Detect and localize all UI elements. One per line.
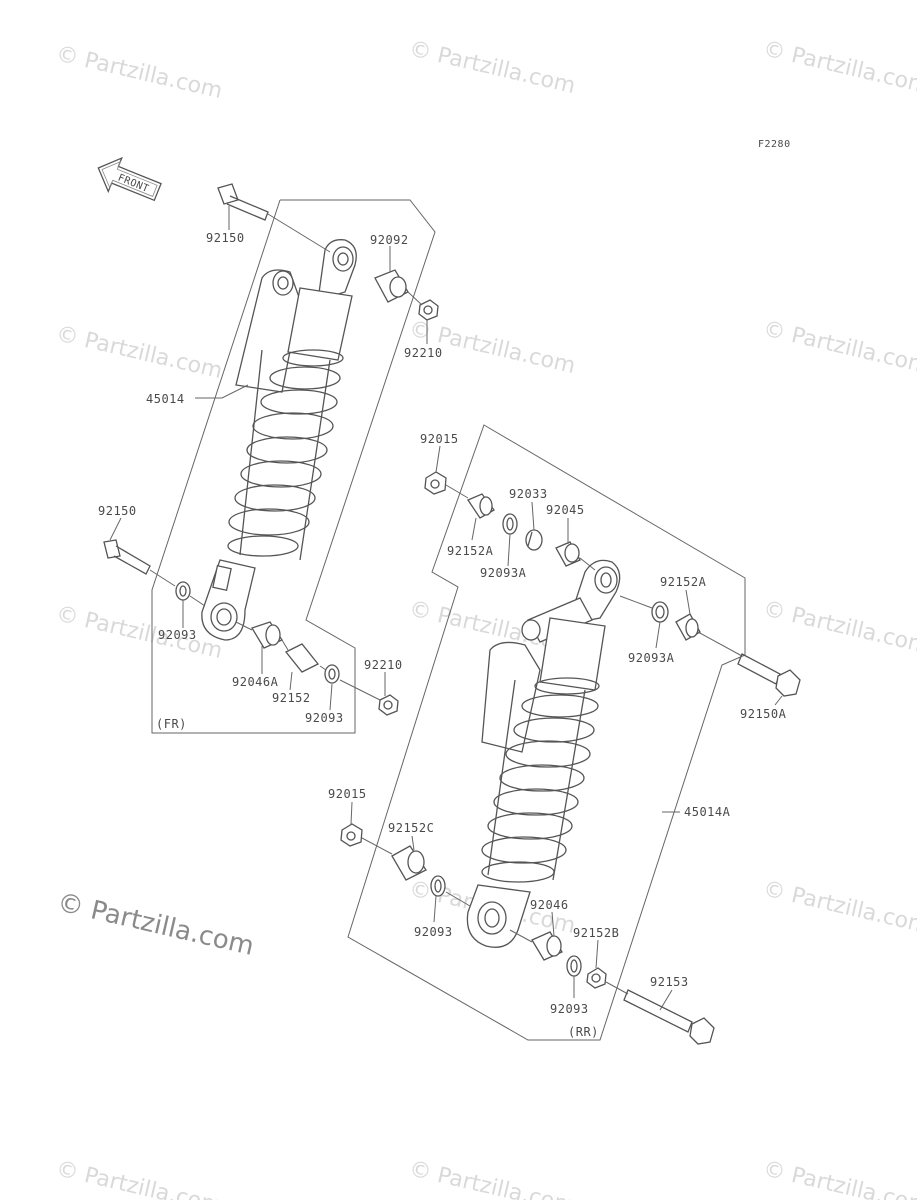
watermark: © Partzilla.com — [407, 1156, 578, 1200]
front-bearing-92046A — [235, 621, 283, 649]
watermark-prominent: © Partzilla.com — [54, 888, 256, 962]
label-leaders — [109, 206, 783, 1011]
front-collar-92092 — [374, 269, 409, 303]
rear-collar-92152A-left — [467, 493, 495, 519]
watermark: © Partzilla.com — [761, 1156, 917, 1200]
part-label[interactable]: 92210 — [364, 658, 403, 672]
rear-shock-absorber — [466, 559, 621, 948]
part-label[interactable]: 92152B — [573, 926, 619, 940]
part-label[interactable]: 92150A — [740, 707, 787, 721]
rear-collar-92152A-right — [675, 613, 743, 657]
rear-nut-upper — [424, 471, 469, 499]
rear-lower-bolt-92153 — [623, 989, 715, 1045]
part-label[interactable]: 92152 — [272, 691, 311, 705]
rear-washer-92093-left — [430, 875, 471, 907]
front-lower-bolt — [103, 539, 176, 587]
rear-washer-92093A-left — [502, 513, 518, 535]
rear-washer-92093-right — [566, 955, 582, 977]
front-washer-left — [175, 581, 206, 607]
rear-collar-92152B — [586, 967, 629, 995]
part-label[interactable]: 45014A — [684, 805, 731, 819]
rear-assembly-frame — [347, 424, 746, 1041]
front-group-label: (FR) — [156, 717, 187, 731]
rear-collar-92152C — [391, 845, 427, 881]
part-label[interactable]: 92152A — [660, 575, 707, 589]
rear-circlip-92033 — [525, 529, 543, 551]
rear-nut-lower — [340, 823, 393, 855]
part-label[interactable]: 92033 — [509, 487, 548, 501]
front-nut-upper — [407, 291, 439, 321]
front-nut-lower — [378, 694, 399, 716]
front-washer-right — [319, 664, 381, 701]
part-label[interactable]: 92093 — [414, 925, 453, 939]
rear-bushing-92045 — [555, 541, 596, 571]
watermark: © Partzilla.com — [54, 601, 225, 664]
part-label[interactable]: 92093A — [628, 651, 675, 665]
part-label[interactable]: 92093 — [305, 711, 344, 725]
watermark: © Partzilla.com — [761, 316, 917, 379]
front-upper-bolt — [217, 183, 331, 253]
watermark: © Partzilla.com — [54, 1156, 225, 1200]
part-label[interactable]: 92152A — [447, 544, 494, 558]
rear-upper-bolt-92150A — [737, 653, 801, 697]
watermark: © Partzilla.com — [54, 41, 225, 104]
part-label[interactable]: 92152C — [388, 821, 434, 835]
part-label[interactable]: 92150 — [206, 231, 245, 245]
part-label[interactable]: 92093 — [158, 628, 197, 642]
part-label[interactable]: 92046 — [530, 898, 569, 912]
part-label[interactable]: 92093A — [480, 566, 527, 580]
figure-code: F2280 — [758, 139, 791, 150]
rear-group-label: (RR) — [568, 1025, 599, 1039]
rear-washer-92093A-right — [619, 595, 669, 623]
part-label[interactable]: 92015 — [328, 787, 367, 801]
front-shock-absorber — [201, 239, 357, 641]
part-label[interactable]: 92210 — [404, 346, 443, 360]
part-label[interactable]: 92046A — [232, 675, 279, 689]
part-label[interactable]: 92153 — [650, 975, 689, 989]
part-label[interactable]: 92015 — [420, 432, 459, 446]
part-labels: 92150 92092 92210 45014 92150 92093 9204… — [98, 231, 787, 1016]
part-label[interactable]: 45014 — [146, 392, 185, 406]
part-label[interactable]: 92092 — [370, 233, 409, 247]
watermark: © Partzilla.com — [761, 596, 917, 659]
part-label[interactable]: 92045 — [546, 503, 585, 517]
watermark: © Partzilla.com — [407, 36, 578, 99]
front-assembly-frame — [151, 199, 436, 734]
part-label[interactable]: 92093 — [550, 1002, 589, 1016]
front-collar-92152 — [281, 639, 320, 673]
watermark: © Partzilla.com — [54, 321, 225, 384]
front-direction-arrow: FRONT — [97, 156, 162, 202]
watermark: © Partzilla.com — [761, 36, 917, 99]
part-label[interactable]: 92150 — [98, 504, 137, 518]
watermark: © Partzilla.com — [761, 876, 917, 939]
